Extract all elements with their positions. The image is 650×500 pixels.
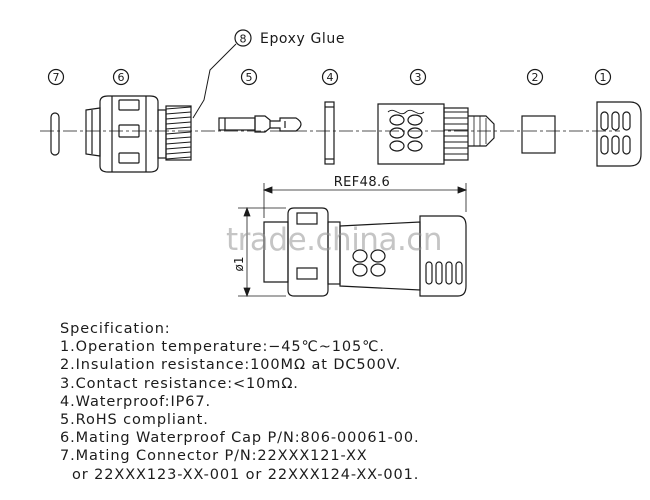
callout-number: 8	[240, 33, 247, 46]
spec-line: 7.Mating Connector P/N:22XXX121-XX	[60, 448, 368, 465]
callout-label: Epoxy Glue	[260, 31, 345, 47]
svg-text:3: 3	[415, 71, 422, 84]
specification-block: Specification: 1.Operation temperature:−…	[60, 320, 640, 484]
dimension-diameter	[238, 206, 286, 298]
callout-epoxy-glue: 8 Epoxy Glue	[192, 29, 345, 119]
connector-exploded-drawing: 8 Epoxy Glue 7 6 5 4 3 2	[40, 29, 642, 298]
dimension-diameter-label: ø1	[232, 257, 246, 272]
specification-title: Specification:	[60, 321, 171, 337]
part-number-1: 1	[594, 68, 612, 86]
part-number-4: 4	[321, 68, 339, 86]
part-5-contact-pin	[218, 115, 302, 133]
dimension-length-label: REF48.6	[334, 175, 390, 190]
spec-line: 6.Mating Waterproof Cap P/N:806-00061-00…	[60, 430, 420, 447]
spec-line: 3.Contact resistance:<10mΩ.	[60, 375, 299, 392]
part-number-2: 2	[526, 68, 544, 86]
spec-line: 1.Operation temperature:−45℃~105℃.	[60, 339, 385, 356]
part-number-3: 3	[409, 68, 427, 86]
part-6-receptacle	[85, 95, 192, 173]
part-2-grommet	[521, 115, 556, 154]
spec-line: 2.Insulation resistance:100MΩ at DC500V.	[60, 357, 402, 374]
part-number-6: 6	[112, 68, 130, 86]
part-3-seal-nut	[377, 103, 495, 165]
svg-text:6: 6	[118, 71, 125, 84]
svg-text:2: 2	[532, 71, 539, 84]
spec-line: 4.Waterproof:IP67.	[60, 393, 212, 410]
part-4-washer	[324, 101, 335, 165]
part-number-5: 5	[240, 68, 258, 86]
part-1-end-cap	[596, 101, 642, 167]
svg-text:1: 1	[600, 71, 607, 84]
svg-text:7: 7	[53, 71, 60, 84]
spec-line: or 22XXX123-XX-001 or 22XXX124-XX-001.	[72, 466, 420, 483]
watermark: trade.china.cn	[226, 222, 443, 258]
svg-text:4: 4	[327, 71, 334, 84]
spec-line: 5.RoHS compliant.	[60, 412, 209, 429]
assembled-connector	[263, 207, 467, 297]
part-number-7: 7	[47, 68, 65, 86]
svg-text:5: 5	[246, 71, 253, 84]
dimension-length	[262, 183, 468, 218]
part-7-oring	[50, 112, 60, 156]
